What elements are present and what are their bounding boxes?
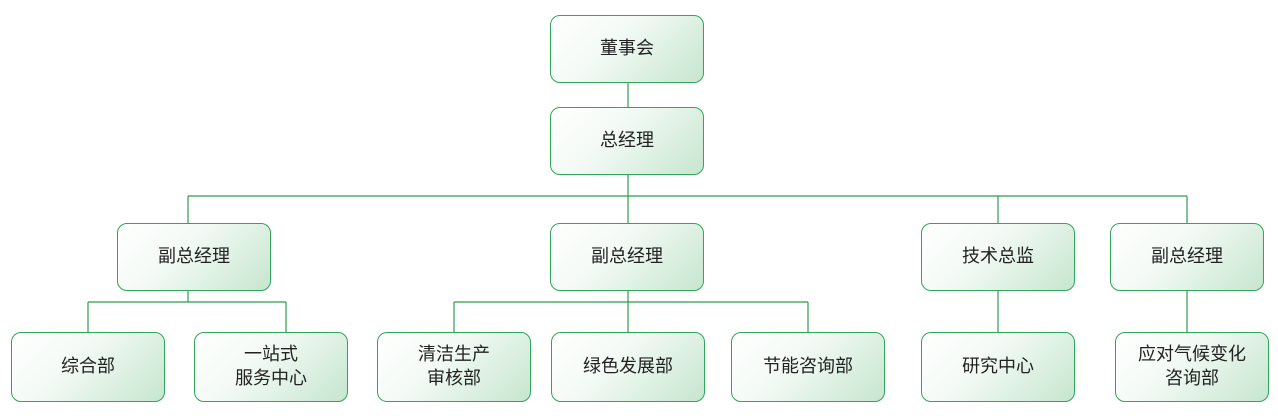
node-research-center[interactable]: 研究中心 bbox=[921, 332, 1075, 402]
node-research-center-label: 研究中心 bbox=[962, 356, 1034, 377]
node-deputy-gm-center-label: 副总经理 bbox=[591, 246, 663, 267]
node-deputy-gm-right[interactable]: 副总经理 bbox=[1110, 223, 1264, 291]
node-green-development[interactable]: 绿色发展部 bbox=[551, 332, 705, 402]
node-one-stop-service-center[interactable]: 一站式 服务中心 bbox=[194, 332, 348, 402]
node-green-development-label: 绿色发展部 bbox=[583, 356, 673, 377]
node-energy-saving-consulting-label: 节能咨询部 bbox=[763, 356, 853, 377]
node-one-stop-service-center-label: 一站式 服务中心 bbox=[235, 344, 307, 389]
node-climate-change-consulting[interactable]: 应对气候变化 咨询部 bbox=[1115, 332, 1269, 402]
node-admin-dept-label: 综合部 bbox=[61, 356, 115, 377]
node-board-label: 董事会 bbox=[600, 38, 654, 59]
node-general-manager-label: 总经理 bbox=[600, 130, 654, 151]
node-deputy-gm-left[interactable]: 副总经理 bbox=[117, 223, 271, 291]
node-cleaner-production-audit-label: 清洁生产 审核部 bbox=[418, 344, 490, 389]
node-energy-saving-consulting[interactable]: 节能咨询部 bbox=[731, 332, 885, 402]
node-technical-director-label: 技术总监 bbox=[962, 246, 1034, 267]
node-deputy-gm-right-label: 副总经理 bbox=[1151, 246, 1223, 267]
node-general-manager[interactable]: 总经理 bbox=[550, 107, 704, 175]
node-deputy-gm-center[interactable]: 副总经理 bbox=[550, 223, 704, 291]
node-technical-director[interactable]: 技术总监 bbox=[921, 223, 1075, 291]
node-board[interactable]: 董事会 bbox=[550, 15, 704, 83]
node-climate-change-consulting-label: 应对气候变化 咨询部 bbox=[1138, 344, 1246, 389]
node-deputy-gm-left-label: 副总经理 bbox=[158, 246, 230, 267]
node-admin-dept[interactable]: 综合部 bbox=[11, 332, 165, 402]
node-cleaner-production-audit[interactable]: 清洁生产 审核部 bbox=[377, 332, 531, 402]
